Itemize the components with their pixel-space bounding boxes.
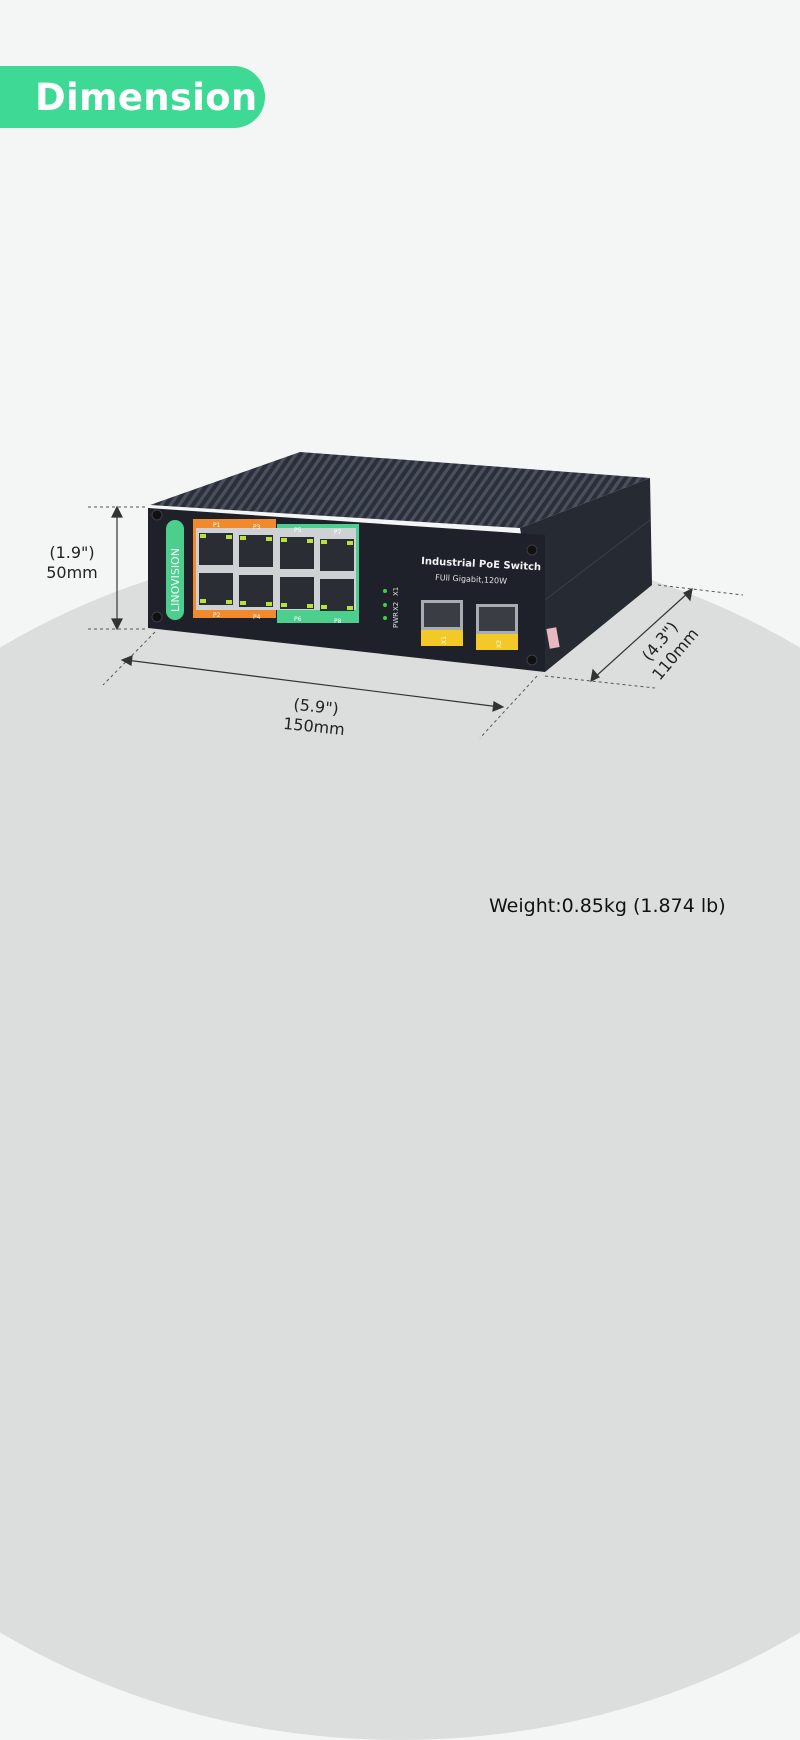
brand-label: LINOVISION [169, 548, 182, 612]
product-illustration: LINOVISION P1 P2 P3 P4 P5 P6 P7 P8 X1 X2… [88, 452, 744, 739]
svg-text:P6: P6 [294, 616, 302, 623]
svg-text:P1: P1 [213, 522, 221, 529]
svg-text:P7: P7 [334, 529, 342, 536]
svg-text:X1: X1 [392, 587, 400, 596]
svg-text:P3: P3 [253, 524, 261, 531]
svg-text:P8: P8 [334, 618, 342, 625]
dimension-arrows [111, 505, 693, 712]
badge-label: Dimension [35, 75, 258, 119]
heatsink-top [150, 452, 650, 528]
svg-text:P2: P2 [213, 612, 221, 619]
sfp-port-icon [421, 600, 518, 650]
screw-icon [151, 509, 538, 666]
svg-text:P4: P4 [253, 614, 261, 621]
weight-label: Weight:0.85kg (1.874 lb) [489, 895, 726, 917]
status-led-icon [383, 589, 387, 620]
svg-text:PWR: PWR [392, 612, 400, 628]
dimension-guides [88, 506, 744, 739]
svg-text:P5: P5 [294, 527, 302, 534]
label-sticker [546, 627, 560, 649]
svg-text:X2: X2 [496, 640, 503, 648]
switch-side [520, 478, 652, 672]
port-led-icon [200, 534, 353, 610]
brand-pill [166, 520, 184, 620]
height-dimension-label: (1.9") 50mm [46, 543, 98, 582]
width-dimension-label: (5.9") 150mm [282, 694, 346, 740]
svg-text:X1: X1 [441, 636, 448, 644]
svg-text:X2: X2 [392, 602, 400, 611]
product-subtitle: FUll Gigabit,120W [435, 573, 507, 586]
dimension-badge: Dimension [0, 66, 265, 128]
